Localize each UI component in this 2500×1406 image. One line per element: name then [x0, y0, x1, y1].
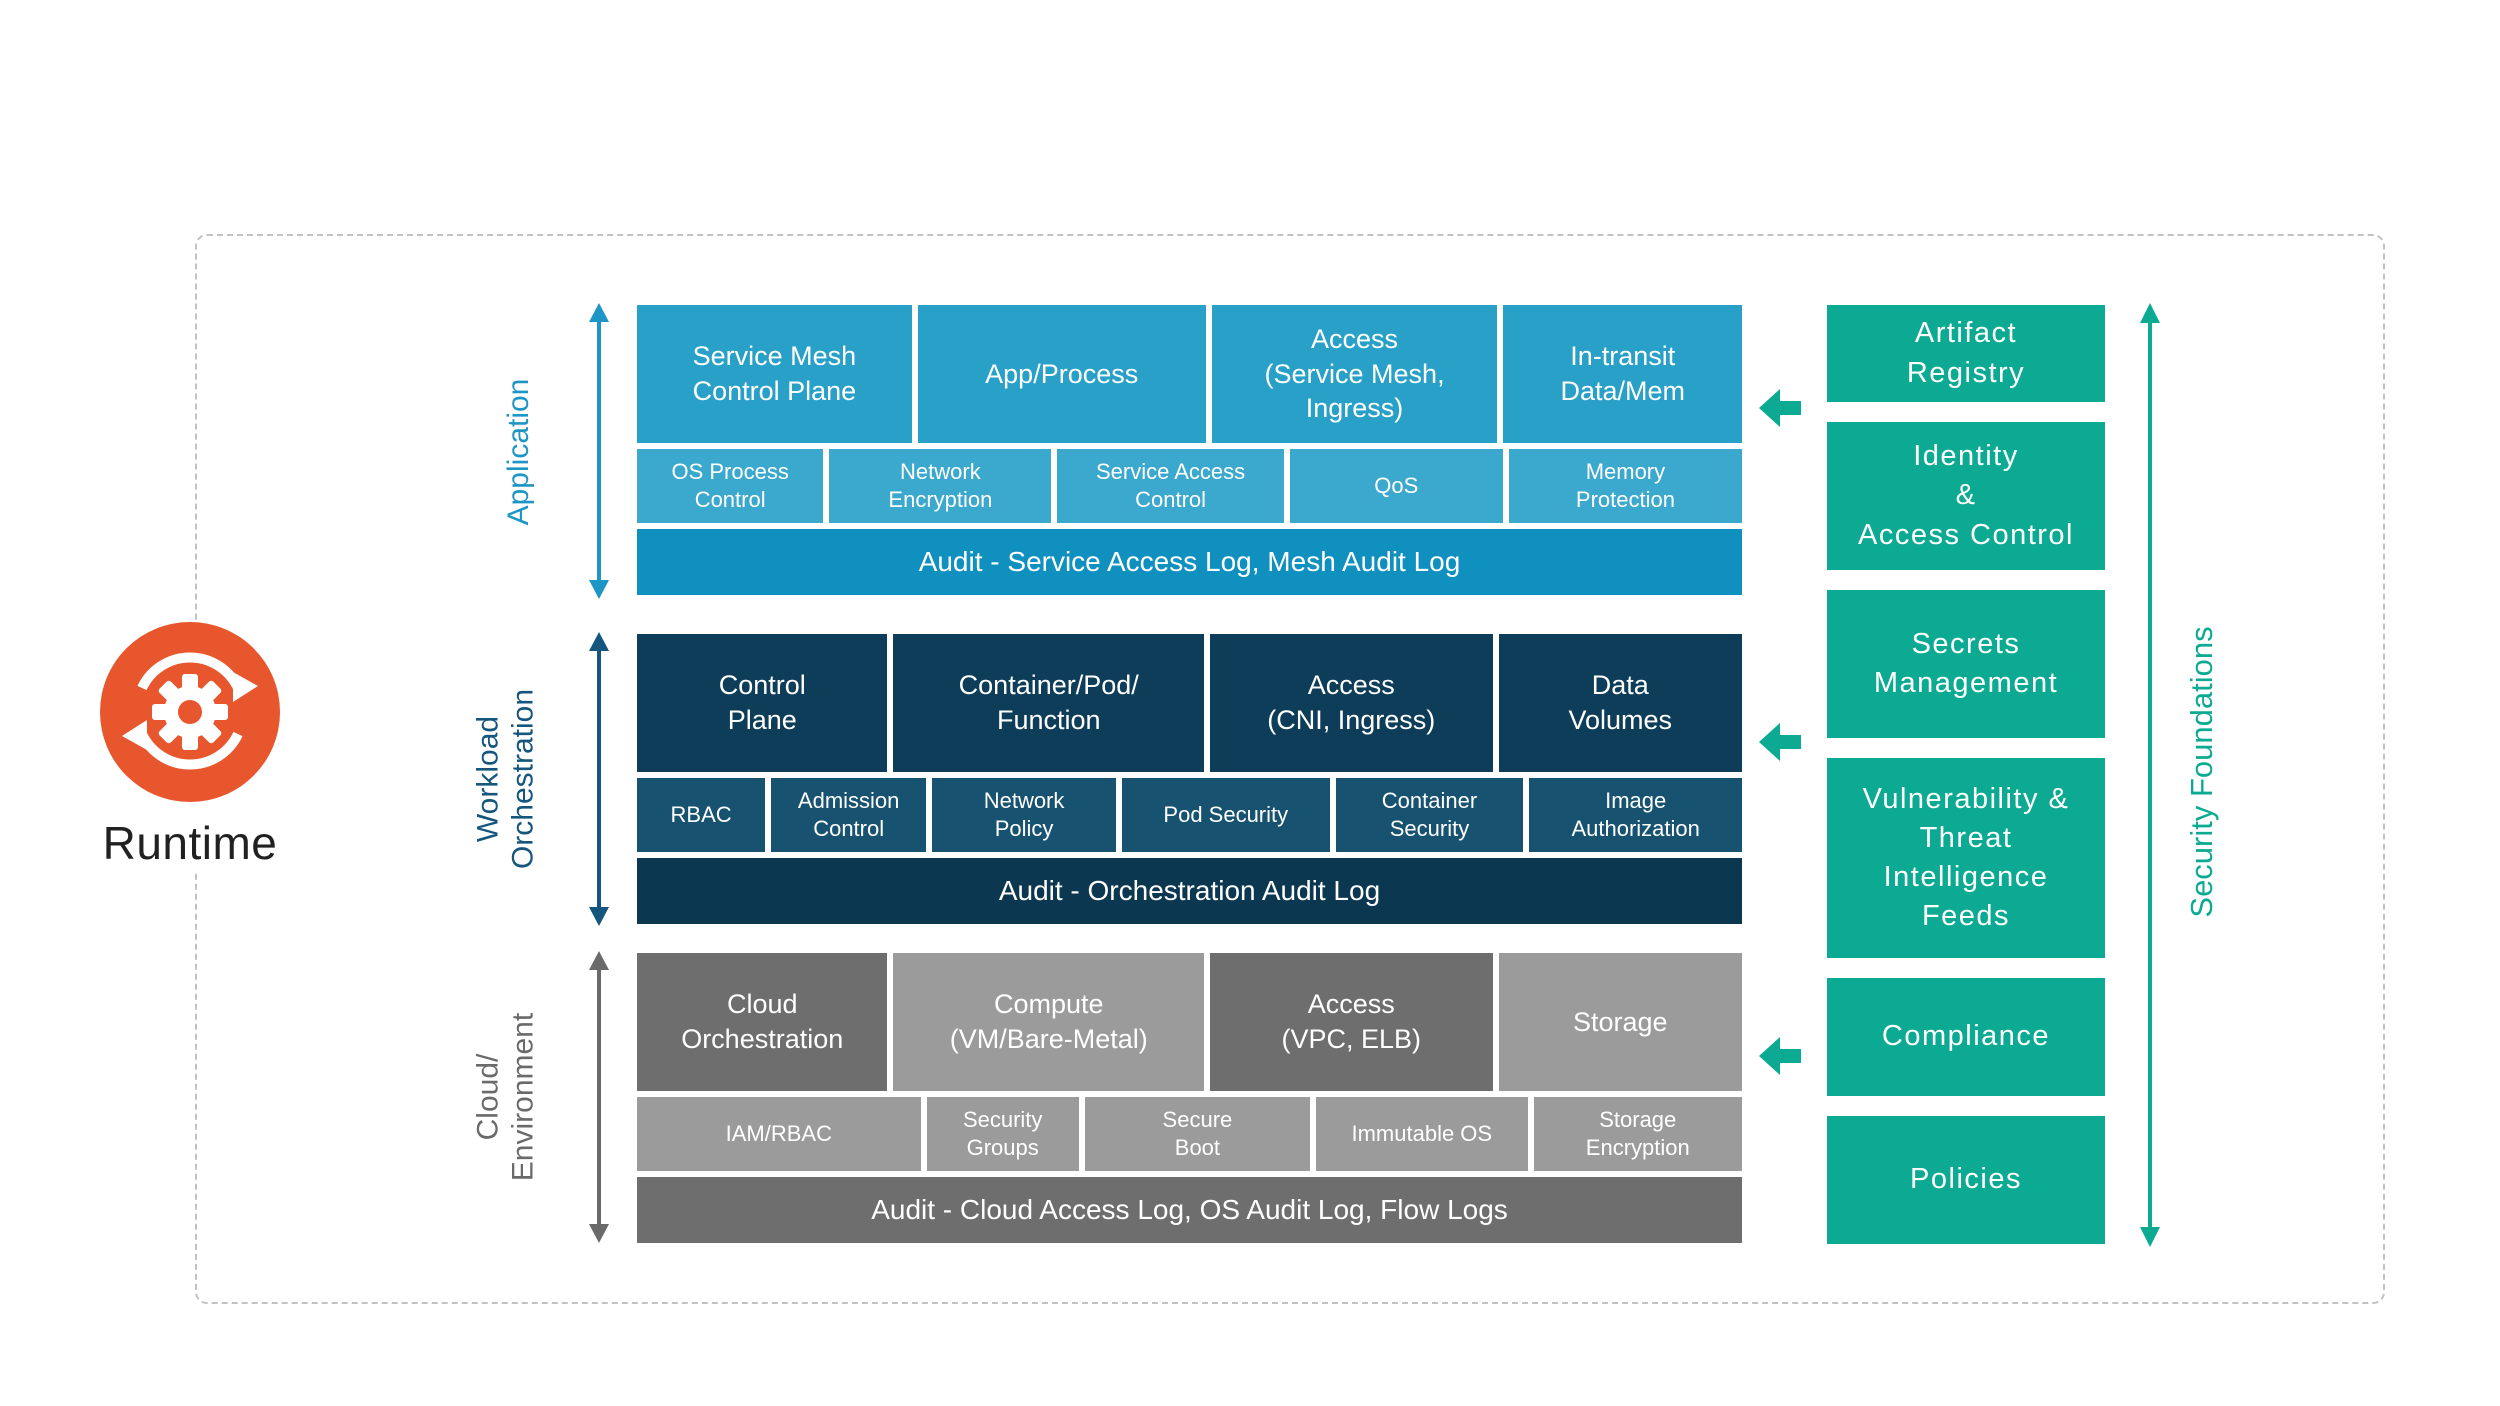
workload-audit-bar: Audit - Orchestration Audit Log: [637, 858, 1742, 924]
box-service-access-control: Service Access Control: [1057, 449, 1284, 523]
cloud-controls-row: IAM/RBAC Security Groups Secure Boot Imm…: [637, 1097, 1743, 1171]
box-os-process-control: OS Process Control: [637, 449, 824, 523]
cloud-environment-layer-label: Cloud/ Environment: [471, 1012, 540, 1182]
box-immutable-os: Immutable OS: [1316, 1097, 1528, 1171]
box-service-mesh-control-plane: Service Mesh Control Plane: [637, 305, 912, 443]
application-audit-bar: Audit - Service Access Log, Mesh Audit L…: [637, 529, 1742, 595]
runtime-label: Runtime: [102, 817, 278, 869]
box-network-policy: Network Policy: [932, 778, 1116, 852]
security-foundations-label: Security Foundations: [2184, 626, 2220, 918]
box-network-encryption: Network Encryption: [829, 449, 1052, 523]
box-container-pod-function: Container/Pod/ Function: [893, 634, 1205, 772]
workload-controls-row: RBAC Admission Control Network Policy Po…: [637, 778, 1742, 852]
cloud-scope-double-arrow-icon: [589, 951, 609, 1243]
application-layer: Service Mesh Control Plane App/Process A…: [637, 305, 1742, 595]
application-scope-double-arrow-icon: [589, 303, 609, 599]
foundation-box-policies: Policies: [1827, 1116, 2105, 1244]
application-main-row: Service Mesh Control Plane App/Process A…: [637, 305, 1742, 443]
cloud-main-row: Cloud Orchestration Compute (VM/Bare-Met…: [637, 953, 1742, 1091]
cloud-environment-layer: Cloud Orchestration Compute (VM/Bare-Met…: [637, 953, 1743, 1243]
foundation-box-identity-access-control: Identity & Access Control: [1827, 422, 2105, 570]
workload-orchestration-layer: Control Plane Container/Pod/ Function Ac…: [637, 634, 1742, 924]
runtime-sync-gear-icon: [100, 622, 280, 802]
workload-scope-double-arrow-icon: [589, 632, 609, 926]
box-qos: QoS: [1289, 449, 1503, 523]
box-access-cni-ingress: Access (CNI, Ingress): [1210, 634, 1493, 772]
security-foundations-double-arrow-icon: [2140, 303, 2160, 1247]
box-pod-security: Pod Security: [1121, 778, 1330, 852]
application-controls-row: OS Process Control Network Encryption Se…: [637, 449, 1742, 523]
box-rbac: RBAC: [637, 778, 766, 852]
workload-main-row: Control Plane Container/Pod/ Function Ac…: [637, 634, 1742, 772]
box-memory-protection: Memory Protection: [1508, 449, 1742, 523]
box-security-groups: Security Groups: [926, 1097, 1079, 1171]
foundation-box-artifact-registry: Artifact Registry: [1827, 305, 2105, 402]
box-compute-vm-bare-metal: Compute (VM/Bare-Metal): [893, 953, 1205, 1091]
box-cloud-orchestration: Cloud Orchestration: [637, 953, 888, 1091]
runtime-block: Runtime: [80, 622, 300, 870]
box-access-service-mesh-ingress: Access (Service Mesh, Ingress): [1211, 305, 1498, 443]
foundation-to-application-left-arrow-icon: [1759, 389, 1801, 427]
box-access-vpc-elb: Access (VPC, ELB): [1210, 953, 1493, 1091]
box-storage: Storage: [1498, 953, 1742, 1091]
box-container-security: Container Security: [1335, 778, 1524, 852]
box-iam-rbac: IAM/RBAC: [637, 1097, 921, 1171]
box-app-process: App/Process: [917, 305, 1206, 443]
box-image-authorization: Image Authorization: [1529, 778, 1742, 852]
foundation-box-secrets-management: Secrets Management: [1827, 590, 2105, 738]
box-control-plane: Control Plane: [637, 634, 888, 772]
cloud-audit-bar: Audit - Cloud Access Log, OS Audit Log, …: [637, 1177, 1742, 1243]
box-storage-encryption: Storage Encryption: [1533, 1097, 1743, 1171]
foundation-box-compliance: Compliance: [1827, 978, 2105, 1096]
box-in-transit-data-mem: In-transit Data/Mem: [1503, 305, 1742, 443]
box-secure-boot: Secure Boot: [1084, 1097, 1311, 1171]
foundation-to-cloud-left-arrow-icon: [1759, 1037, 1801, 1075]
box-admission-control: Admission Control: [771, 778, 927, 852]
foundation-to-workload-left-arrow-icon: [1759, 723, 1801, 761]
box-data-volumes: Data Volumes: [1498, 634, 1742, 772]
foundation-box-vulnerability-threat-intelligence-feeds: Vulnerability & Threat Intelligence Feed…: [1827, 758, 2105, 958]
